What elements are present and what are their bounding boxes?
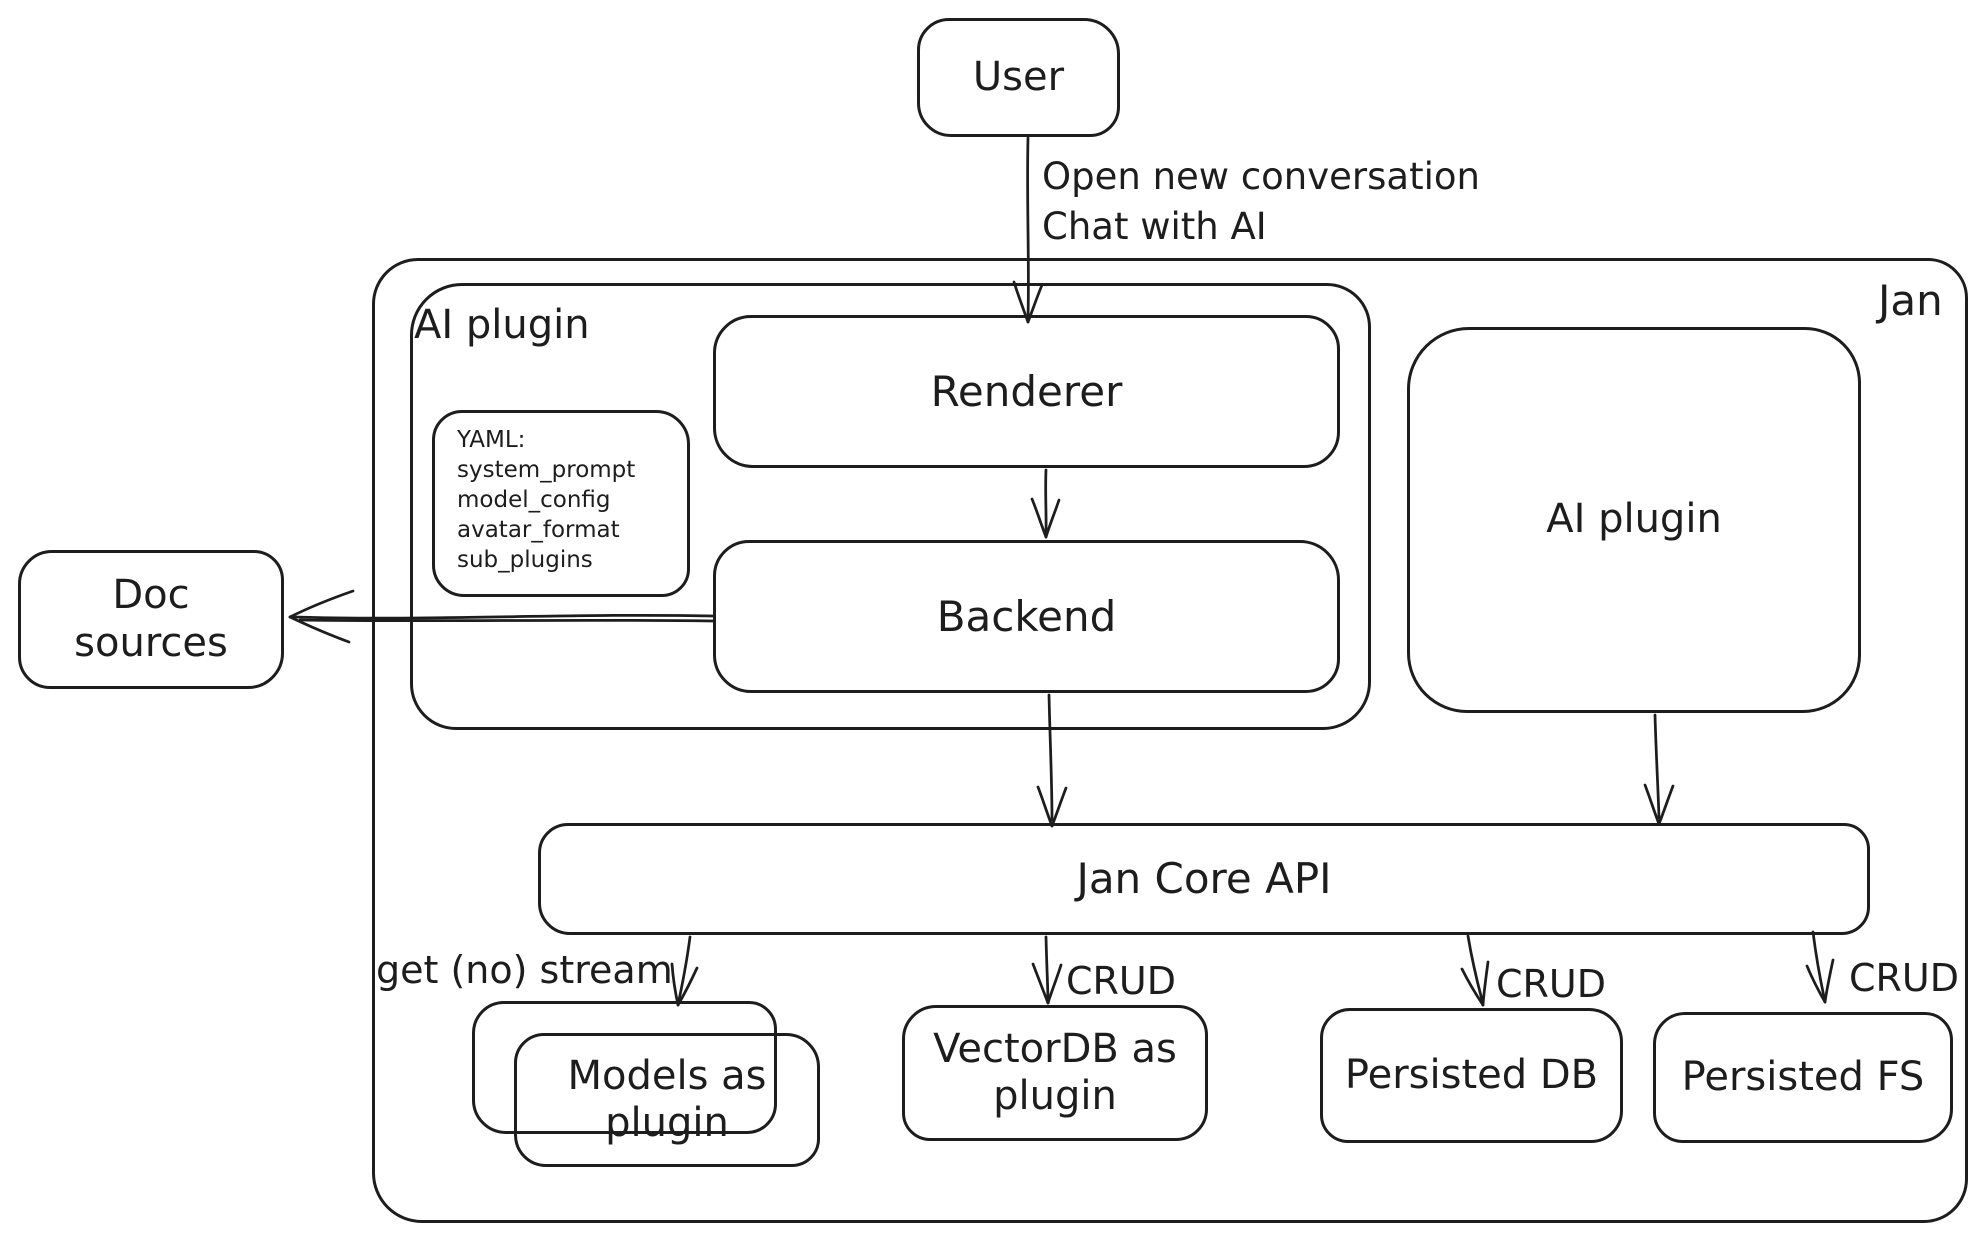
arrow-head: [1046, 963, 1063, 1005]
arrow-head: [676, 966, 699, 1007]
crud-label-persisted-fs[interactable]: CRUD: [1849, 956, 1960, 1000]
user-flow-edge-label-line2: Chat with AI: [1042, 205, 1267, 248]
arrow-line: [292, 613, 715, 620]
arrow-jan-core-to-persisted-db[interactable]: [1460, 934, 1490, 1007]
arrow-head: [1050, 786, 1068, 828]
ai-plugin-group-box[interactable]: [410, 283, 1371, 730]
arrow-line: [677, 935, 692, 1002]
arrow-head: [670, 962, 680, 1007]
persisted-fs-box[interactable]: Persisted FS: [1653, 1012, 1953, 1143]
arrow-head: [288, 589, 355, 619]
doc-sources-box[interactable]: Doc sources: [18, 550, 284, 689]
yaml-note-box[interactable]: YAML: system_prompt model_config avatar_…: [432, 410, 690, 597]
ai-plugin-label: AI plugin: [1546, 496, 1722, 543]
yaml-line: model_config: [457, 487, 611, 513]
user-box[interactable]: User: [917, 18, 1120, 137]
arrow-head: [1030, 497, 1048, 539]
models-as-plugin-box[interactable]: Models as plugin: [514, 1033, 820, 1167]
renderer-label: Renderer: [930, 366, 1123, 416]
yaml-line: system_prompt: [457, 457, 636, 483]
arrow-line: [1044, 935, 1050, 1001]
arrow-line: [1466, 934, 1484, 1002]
ai-plugin-group-label[interactable]: AI plugin: [414, 302, 590, 348]
arrow-head: [1044, 498, 1061, 539]
get-no-stream-label[interactable]: get (no) stream: [376, 948, 673, 992]
models-as-plugin-label: Models as plugin: [567, 1052, 767, 1146]
arrow-head: [1805, 964, 1827, 1004]
arrow-ai-plugin-to-jan-core[interactable]: [1643, 713, 1675, 826]
arrow-head: [1460, 967, 1485, 1007]
persisted-db-box[interactable]: Persisted DB: [1320, 1008, 1623, 1143]
yaml-line: sub_plugins: [457, 547, 593, 573]
user-flow-edge-label[interactable]: Open new conversation Chat with AI: [1042, 152, 1480, 252]
arrow-jan-core-to-persisted-fs[interactable]: [1805, 930, 1835, 1004]
jan-core-api-label: Jan Core API: [1076, 854, 1332, 904]
arrow-head: [288, 615, 351, 644]
doc-sources-label: Doc sources: [74, 572, 228, 666]
arrow-line: [1653, 713, 1661, 820]
vectordb-as-plugin-label: VectorDB as plugin: [933, 1025, 1177, 1119]
arrow-head: [1823, 958, 1835, 1004]
arrow-jan-core-to-vectordb[interactable]: [1031, 935, 1063, 1005]
arrow-head: [1031, 962, 1050, 1005]
arrow-line: [1047, 693, 1054, 822]
user-flow-edge-label-line1: Open new conversation: [1042, 155, 1480, 198]
jan-label[interactable]: Jan: [1878, 276, 1943, 325]
models-as-plugin-outer-box[interactable]: [472, 1001, 777, 1134]
backend-label: Backend: [936, 591, 1117, 641]
arrow-line: [1811, 930, 1826, 999]
arrow-jan-core-to-models[interactable]: [670, 935, 699, 1007]
backend-box[interactable]: Backend: [713, 540, 1340, 693]
crud-label-vectordb[interactable]: CRUD: [1066, 959, 1177, 1003]
yaml-line: avatar_format: [457, 517, 620, 543]
arrow-line: [298, 618, 715, 623]
jan-core-api-box[interactable]: Jan Core API: [538, 823, 1870, 935]
crud-label-persisted-db[interactable]: CRUD: [1496, 962, 1607, 1006]
jan-container-box[interactable]: [372, 258, 1968, 1223]
arrow-backend-to-doc-sources[interactable]: [288, 589, 715, 644]
arrow-user-to-renderer[interactable]: [1012, 136, 1044, 324]
arrow-line: [1026, 136, 1030, 320]
persisted-db-label: Persisted DB: [1344, 1051, 1599, 1098]
vectordb-as-plugin-box[interactable]: VectorDB as plugin: [902, 1005, 1208, 1141]
ai-plugin-box[interactable]: AI plugin: [1407, 327, 1861, 713]
arrow-head: [1026, 283, 1044, 324]
arrow-head: [1481, 960, 1490, 1007]
user-label: User: [972, 53, 1065, 100]
arrow-head: [1643, 783, 1661, 826]
persisted-fs-label: Persisted FS: [1681, 1053, 1925, 1100]
yaml-note-text: YAML: system_prompt model_config avatar_…: [457, 425, 635, 575]
renderer-box[interactable]: Renderer: [713, 315, 1340, 468]
arrow-head: [1012, 280, 1030, 324]
yaml-line: YAML:: [457, 427, 526, 453]
arrow-head: [1036, 785, 1054, 828]
arrow-backend-to-jan-core[interactable]: [1036, 693, 1068, 828]
arrow-renderer-to-backend[interactable]: [1030, 468, 1061, 539]
arrow-head: [1657, 784, 1675, 826]
